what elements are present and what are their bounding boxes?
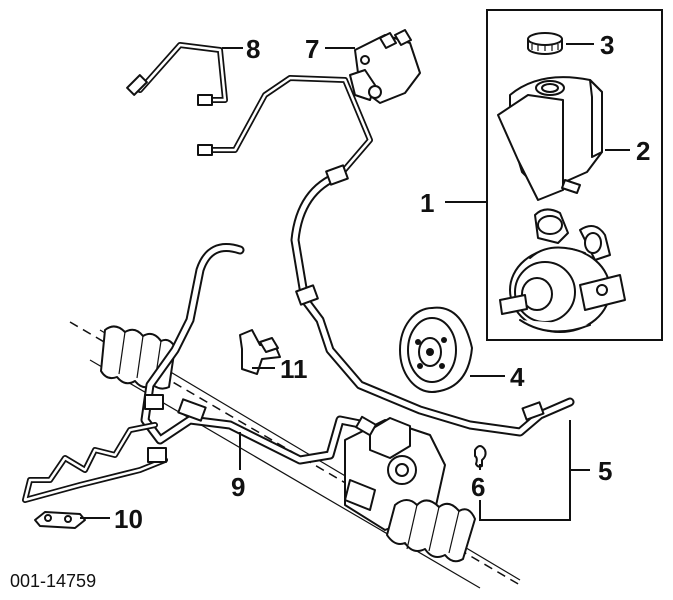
callout-2: 2 (636, 136, 650, 166)
o-ring (474, 445, 487, 468)
left-boot (100, 325, 176, 390)
callout-11: 11 (280, 354, 308, 384)
callout-4: 4 (510, 362, 525, 392)
pressure-line (126, 42, 373, 178)
leader-lines (80, 43, 630, 521)
callout-5: 5 (598, 456, 612, 486)
bracket (349, 29, 421, 104)
figure-number: 001-14759 (10, 571, 96, 591)
steering-gear (69, 321, 521, 589)
pump-assembly-box (486, 9, 663, 341)
return-hose (140, 243, 377, 465)
pump-pulley (399, 306, 473, 393)
cooler-line (22, 394, 168, 503)
callout-6: 6 (471, 472, 485, 502)
power-steering-pump (499, 208, 626, 333)
pressure-hose (290, 164, 575, 437)
callout-9: 9 (231, 472, 245, 502)
line-bracket (239, 329, 281, 375)
callout-7: 7 (305, 34, 319, 64)
callout-10: 10 (114, 504, 143, 534)
callout-8: 8 (246, 34, 260, 64)
callout-3: 3 (600, 30, 614, 60)
reservoir-cap (527, 32, 563, 55)
callouts: 1 2 3 4 5 6 7 8 9 10 11 (114, 30, 650, 534)
right-boot (386, 499, 476, 563)
hose-clip (34, 511, 86, 529)
callout-1: 1 (420, 188, 434, 218)
reservoir (497, 76, 603, 201)
